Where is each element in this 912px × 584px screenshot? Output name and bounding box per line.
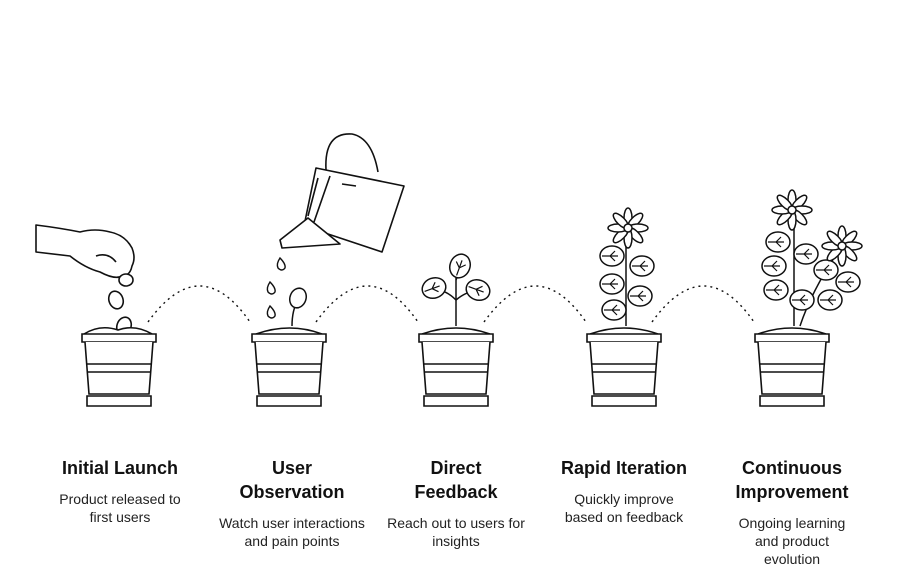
stage-rapid-iteration: Rapid Iteration Quickly improve based on… <box>538 456 710 526</box>
sprout-pot-icon <box>251 287 327 407</box>
water-drops-icon <box>266 256 286 319</box>
stage-continuous-improvement: Continuous Improvement Ongoing learning … <box>706 456 878 568</box>
stage-initial-launch: Initial Launch Product released to first… <box>34 456 206 526</box>
hand-dropping-seeds-icon <box>35 224 135 336</box>
stage-user-observation: User Observation Watch user interactions… <box>206 456 378 550</box>
stage-description: Watch user interactions and pain points <box>219 515 365 549</box>
stage-title: Continuous Improvement <box>735 458 849 502</box>
stage-title: User Observation <box>239 458 345 502</box>
stage-description: Reach out to users for insights <box>387 515 525 549</box>
flower-icon <box>771 189 813 231</box>
watering-can-icon <box>279 133 405 253</box>
flower-icon <box>821 225 863 267</box>
seeds-pot-icon <box>81 326 157 407</box>
stage-title: Initial Launch <box>61 458 178 478</box>
flowering-plant-pot-icon <box>754 189 863 407</box>
seedling-pot-icon <box>418 250 494 407</box>
stage-direct-feedback: Direct Feedback Reach out to users for i… <box>370 456 542 550</box>
leafy-plant-pot-icon <box>586 207 662 407</box>
stage-description: Quickly improve based on feedback <box>564 491 684 525</box>
stage-description: Product released to first users <box>59 491 181 525</box>
stage-description: Ongoing learning and product evolution <box>738 515 846 567</box>
dotted-arc-connector-icon <box>147 285 755 323</box>
stage-title: Rapid Iteration <box>560 458 687 478</box>
flower-icon <box>607 207 649 249</box>
stage-title: Direct Feedback <box>414 458 498 502</box>
